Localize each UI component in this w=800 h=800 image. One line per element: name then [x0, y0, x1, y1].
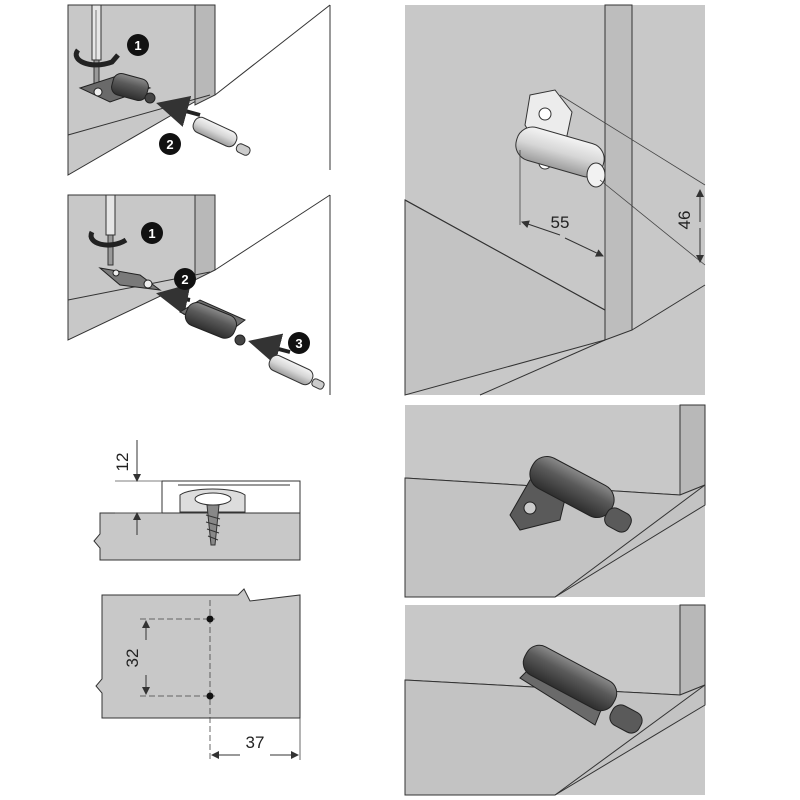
screwdriver-icon: [105, 194, 116, 266]
step-2-label: 2: [166, 137, 173, 152]
step-2-badge: [159, 133, 181, 155]
step-2-label: 2: [181, 272, 188, 287]
screw-icon: [205, 504, 221, 546]
step-1-badge: [127, 34, 149, 56]
push-arrow-icon: [248, 333, 291, 365]
hole-layout-view: 32 37: [95, 588, 301, 760]
mount-height-dimension: 12: [113, 453, 132, 472]
step-1-badge: [141, 222, 163, 244]
step-2-badge: [174, 268, 196, 290]
step-1-label: 1: [134, 38, 141, 53]
hole-spacing-dimension: 32: [123, 649, 142, 668]
step-1-label: 1: [148, 226, 155, 241]
install-step-b-panel: 1 2 3: [67, 194, 331, 395]
mounting-hole: [206, 692, 214, 700]
install-step-a-panel: 1 2: [67, 4, 331, 176]
push-arrow-icon: [156, 283, 191, 316]
rotate-arrow-icon: [88, 230, 128, 248]
height-dimension: 46: [675, 211, 694, 230]
installed-view-b: [404, 604, 706, 796]
mounting-hole: [206, 615, 214, 623]
step-3-badge: [288, 332, 310, 354]
edge-offset-dimension: 37: [246, 733, 265, 752]
push-arrow-icon: [156, 95, 201, 127]
installed-view-a: [404, 404, 706, 598]
dimension-perspective-panel: 55 46: [404, 4, 706, 396]
rotate-arrow-icon: [73, 48, 120, 68]
step-3-label: 3: [295, 336, 302, 351]
side-section-view: 12: [93, 440, 301, 561]
depth-dimension: 55: [551, 213, 570, 232]
